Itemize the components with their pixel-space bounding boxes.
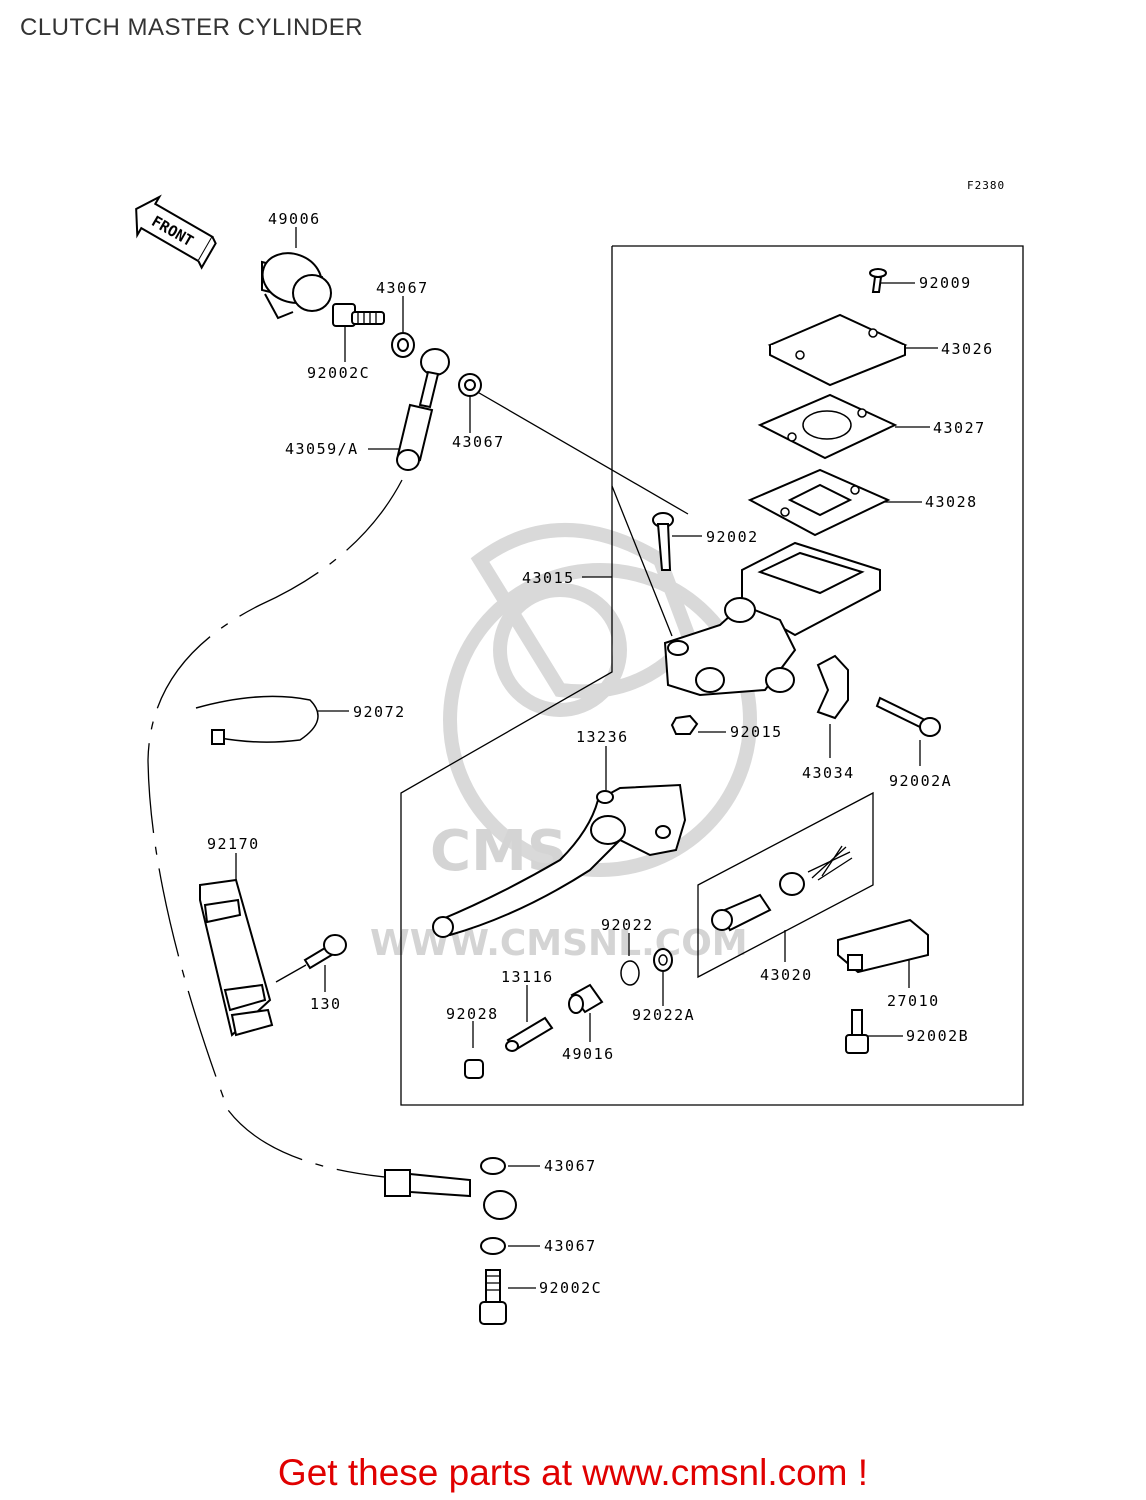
label-92015: 92015 bbox=[730, 723, 783, 741]
part-43067-washer-b bbox=[458, 373, 482, 397]
part-92002c-bottom bbox=[479, 1269, 507, 1325]
part-92022a-washer bbox=[653, 948, 673, 972]
parts-diagram: CMS WWW.CMSNL.COM F2380 FRONT bbox=[135, 179, 1024, 1325]
watermark: CMS WWW.CMSNL.COM bbox=[370, 523, 757, 964]
watermark-text: WWW.CMSNL.COM bbox=[370, 923, 748, 964]
part-92002-screw bbox=[652, 512, 674, 571]
label-49006: 49006 bbox=[268, 210, 321, 228]
label-92002a: 92002A bbox=[889, 772, 952, 790]
label-92022: 92022 bbox=[601, 916, 654, 934]
label-92002c-b: 92002C bbox=[539, 1279, 602, 1297]
part-43015-body bbox=[663, 541, 881, 697]
part-49006 bbox=[261, 252, 332, 320]
label-92072: 92072 bbox=[353, 703, 406, 721]
page-title: CLUTCH MASTER CYLINDER bbox=[20, 14, 364, 41]
label-13236: 13236 bbox=[576, 728, 629, 746]
hose-path bbox=[147, 479, 403, 1178]
part-43034-clamp bbox=[816, 654, 849, 720]
part-hose-lower-end bbox=[384, 1169, 517, 1220]
label-92002c-a: 92002C bbox=[307, 364, 370, 382]
leader-lines bbox=[235, 227, 938, 1289]
label-43059a: 43059/A bbox=[285, 440, 359, 458]
label-43028: 43028 bbox=[925, 493, 978, 511]
part-13236-lever bbox=[432, 783, 687, 938]
label-92170: 92170 bbox=[207, 835, 260, 853]
part-43020-piston-kit bbox=[711, 845, 853, 932]
part-92009 bbox=[869, 268, 887, 293]
part-92028-cap bbox=[464, 1059, 484, 1079]
part-92022-circlip bbox=[620, 960, 640, 986]
part-13116-pushrod bbox=[505, 1016, 554, 1052]
part-43067-washer-d bbox=[480, 1237, 506, 1255]
label-27010: 27010 bbox=[887, 992, 940, 1010]
part-43027-plate bbox=[757, 393, 898, 460]
front-arrow: FRONT bbox=[135, 194, 217, 270]
label-43067-a: 43067 bbox=[376, 279, 429, 297]
label-43067-d: 43067 bbox=[544, 1237, 597, 1255]
figure-code: F2380 bbox=[967, 179, 1005, 192]
part-92170-clamp bbox=[199, 878, 274, 1037]
part-130-bolt bbox=[303, 934, 347, 970]
part-92072-tie bbox=[195, 695, 319, 745]
label-49016: 49016 bbox=[562, 1045, 615, 1063]
label-130: 130 bbox=[310, 995, 342, 1013]
label-13116: 13116 bbox=[501, 968, 554, 986]
part-27010-switch bbox=[837, 918, 929, 974]
part-92015-nut bbox=[670, 714, 699, 735]
label-43067-c: 43067 bbox=[544, 1157, 597, 1175]
label-92002b: 92002B bbox=[906, 1027, 969, 1045]
footer-link-text[interactable]: Get these parts at www.cmsnl.com ! bbox=[277, 1452, 869, 1493]
part-92002a-bolt bbox=[875, 696, 941, 737]
part-92002c-top bbox=[332, 303, 385, 327]
label-92022a: 92022A bbox=[632, 1006, 695, 1024]
label-92028: 92028 bbox=[446, 1005, 499, 1023]
part-43026-cap bbox=[767, 313, 908, 387]
label-43067-b: 43067 bbox=[452, 433, 505, 451]
part-labels: 49006 43067 92002C 43067 43059/A 92009 4… bbox=[207, 210, 994, 1297]
label-92002: 92002 bbox=[706, 528, 759, 546]
part-43028-diaphragm bbox=[747, 468, 891, 537]
label-43027: 43027 bbox=[933, 419, 986, 437]
part-92002b-bolt bbox=[845, 1009, 869, 1054]
label-43020: 43020 bbox=[760, 966, 813, 984]
part-43067-washer-c bbox=[480, 1157, 506, 1175]
label-43026: 43026 bbox=[941, 340, 994, 358]
label-92009: 92009 bbox=[919, 274, 972, 292]
label-43034: 43034 bbox=[802, 764, 855, 782]
part-43059a-hose-end bbox=[396, 348, 450, 471]
label-43015: 43015 bbox=[522, 569, 575, 587]
assembly-outline bbox=[400, 245, 1024, 1106]
part-49016 bbox=[568, 983, 604, 1014]
part-43067-washer-a bbox=[391, 332, 415, 358]
